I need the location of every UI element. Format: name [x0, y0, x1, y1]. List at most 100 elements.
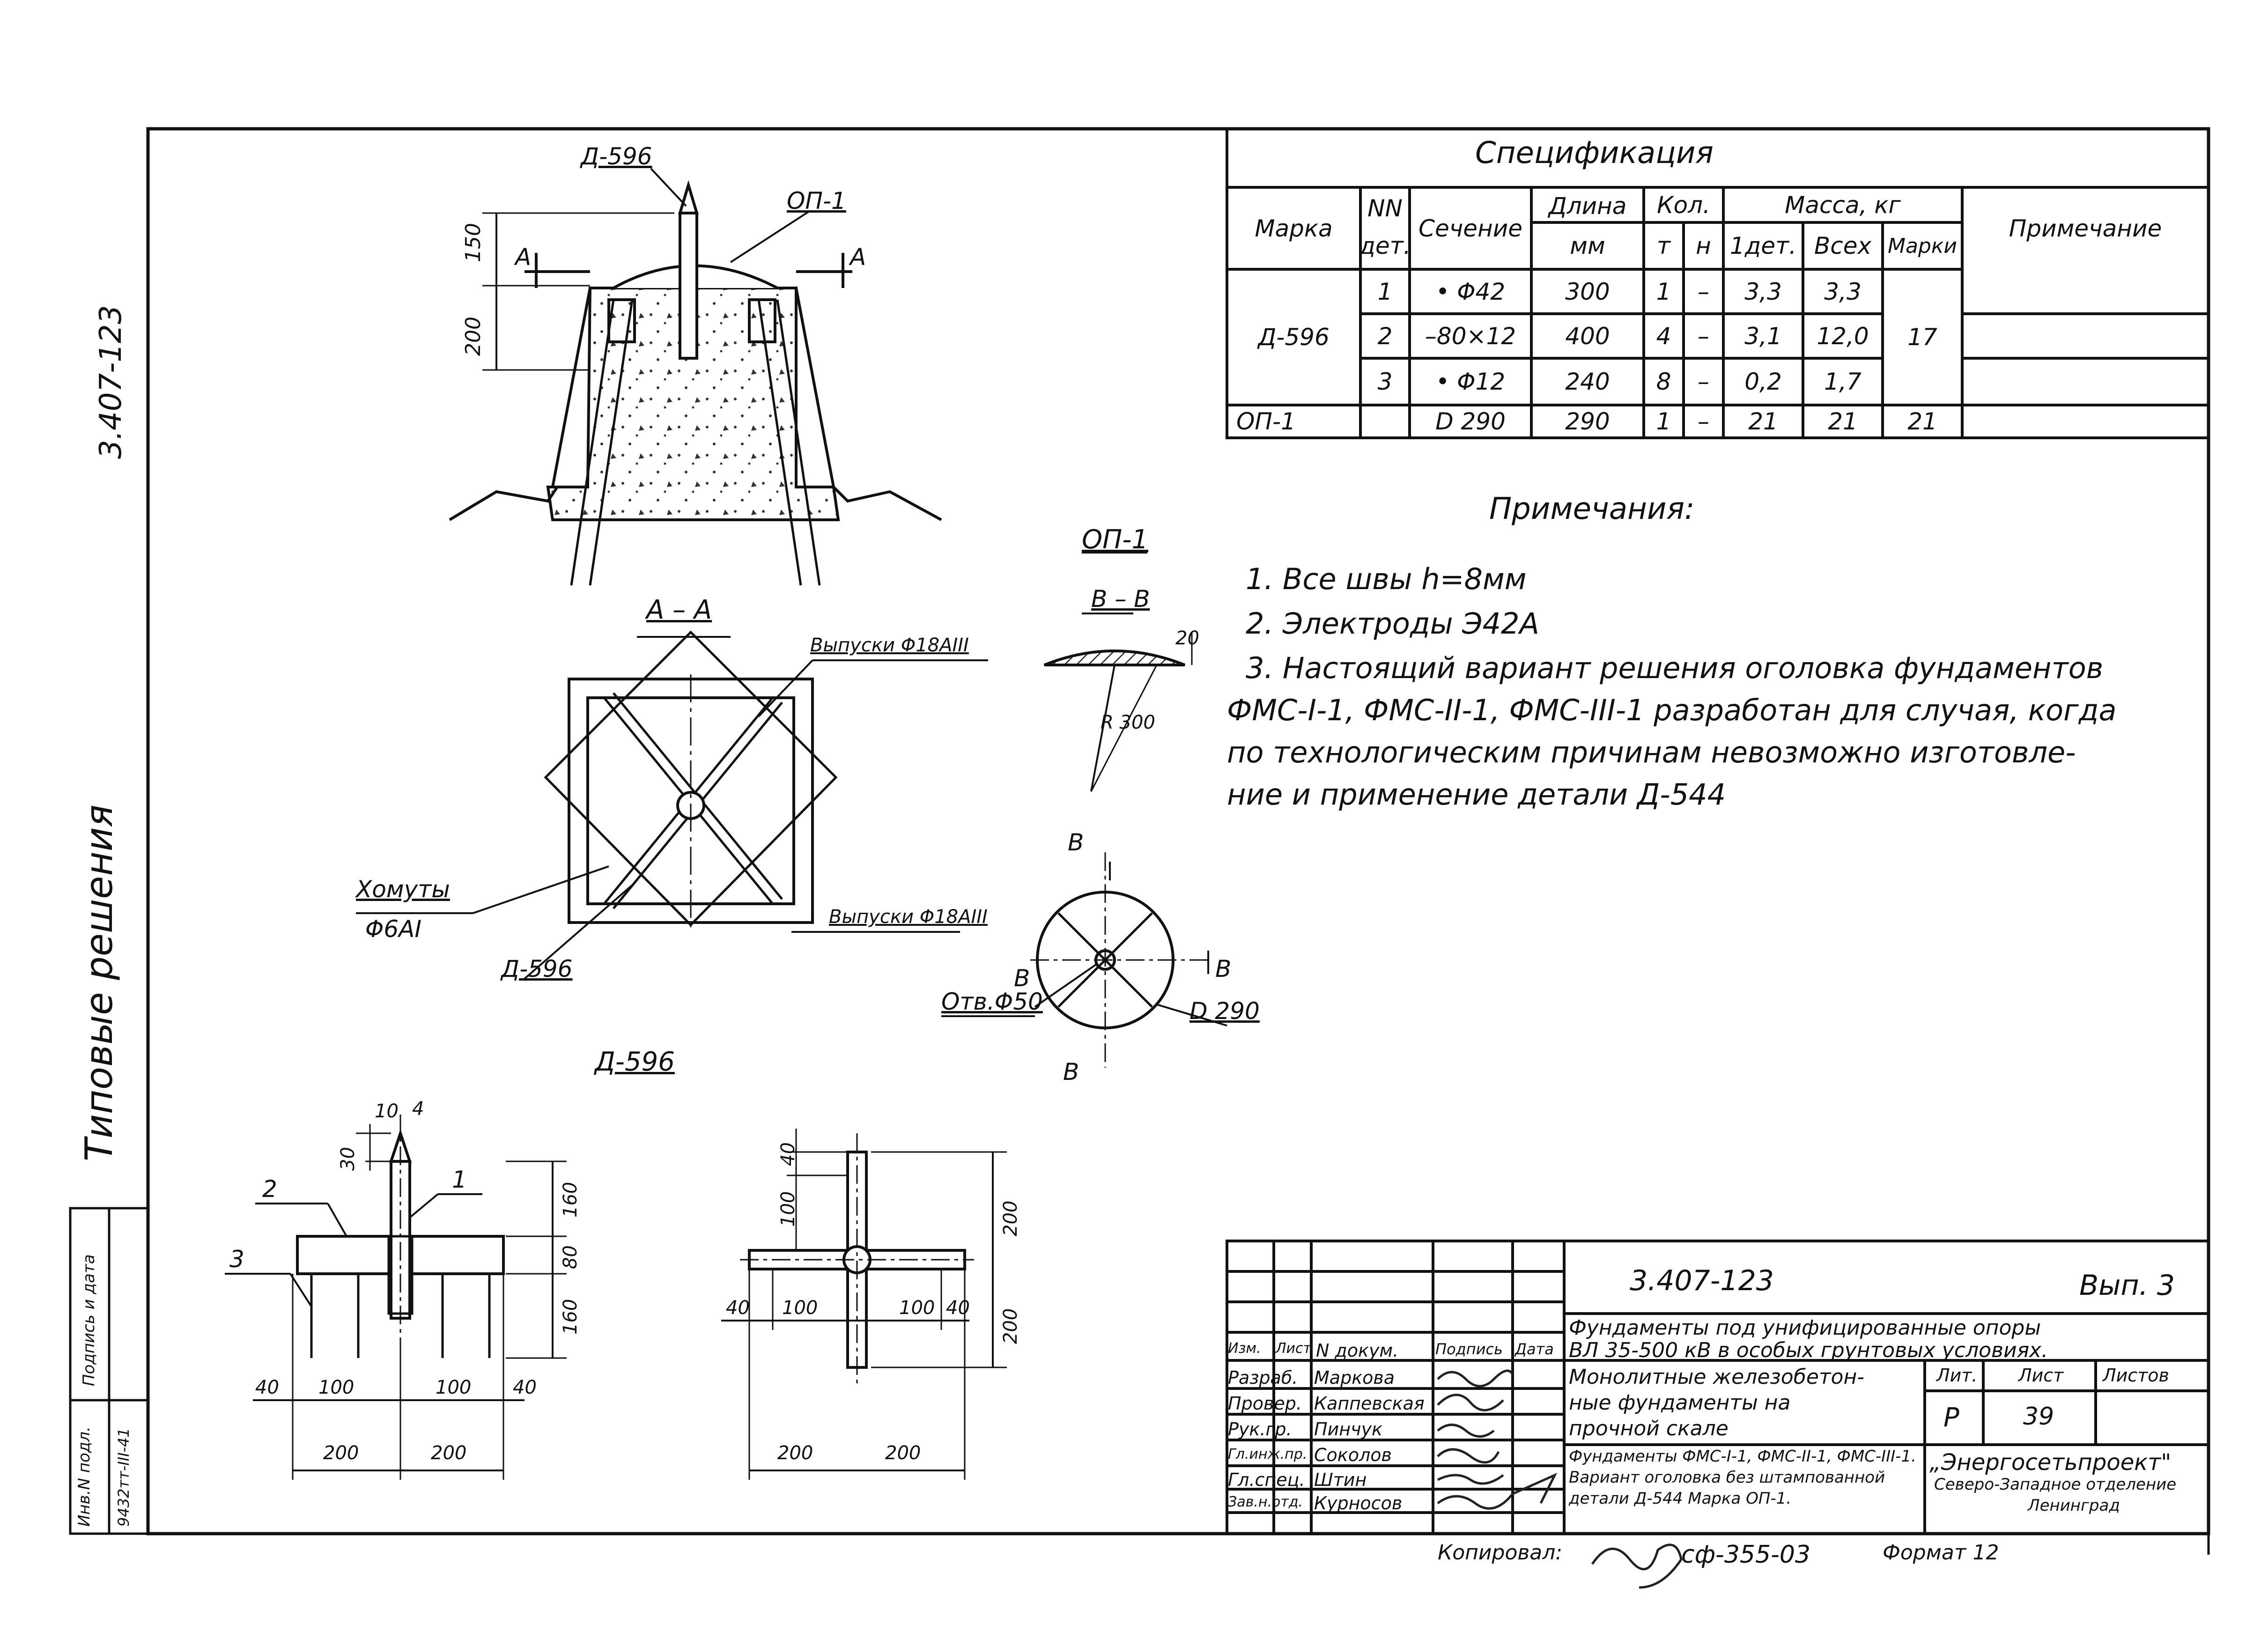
label-b-top: В — [1068, 829, 1084, 856]
tb-name: Пинчук — [1314, 1419, 1383, 1440]
spec-head-length-a: Длина — [1548, 192, 1627, 220]
tb-role: Гл.инж.пр. — [1228, 1446, 1308, 1462]
note-line: 3. Настоящий вариант решения оголовка фу… — [1246, 651, 2104, 685]
dim-200-h-left: 200 — [777, 1442, 813, 1464]
left-strip — [69, 1207, 149, 1535]
tb-name: Курносов — [1314, 1493, 1403, 1514]
spec-row-mall: 3,3 — [1824, 278, 1862, 305]
label-b-left: В — [1014, 965, 1030, 992]
spec-head-mark: Марка — [1255, 214, 1333, 242]
tb-name: Каппевская — [1314, 1393, 1425, 1414]
dim-160-top: 160 — [560, 1182, 581, 1218]
label-top-part: Д-596 — [581, 143, 652, 170]
dim-80: 80 — [560, 1245, 581, 1269]
spec-row-section: • Φ42 — [1435, 278, 1506, 305]
series-title-vertical: Типовые решения — [77, 805, 121, 1161]
tb-desc-4: Фундаменты ФМС-I-1, ФМС-II-1, ФМС-III-1. — [1569, 1447, 1916, 1466]
tb-name: Маркова — [1314, 1367, 1395, 1388]
label-cut-right: А — [850, 244, 866, 271]
dim-100-right: 100 — [436, 1377, 472, 1398]
tb-subject-2: ВЛ 35-500 кВ в особых грунтовых условиях… — [1569, 1338, 2048, 1362]
spec-head-mass-all: Всех — [1814, 232, 1872, 259]
label-section-part: Д-596 — [501, 955, 573, 982]
strip-header-sign: Подпись и дата — [80, 1254, 98, 1386]
spec-head-section: Сечение — [1418, 214, 1522, 242]
spec-row-t: 1 — [1656, 278, 1671, 305]
spec-op-mmark: 21 — [1907, 408, 1937, 435]
label-section-aa: А – А — [646, 595, 712, 625]
spec-op-t: 1 — [1656, 408, 1671, 435]
label-top-cap: ОП-1 — [787, 187, 846, 214]
label-pos-3: 3 — [229, 1246, 244, 1273]
dim-100-v: 100 — [777, 1191, 799, 1227]
spec-op-mall: 21 — [1828, 408, 1858, 435]
tb-desc-6: детали Д-544 Марка ОП-1. — [1569, 1489, 1792, 1508]
note-line: ние и применение детали Д-544 — [1227, 777, 1726, 812]
spec-head-qty: Кол. — [1657, 191, 1710, 219]
spec-row-m1: 3,3 — [1744, 278, 1782, 305]
dim-100-h-left: 100 — [782, 1297, 818, 1319]
dim-100-h-right: 100 — [899, 1297, 935, 1319]
tb-desc-1: Монолитные железобетон- — [1569, 1365, 1865, 1389]
spec-op-mark: ОП-1 — [1236, 408, 1296, 435]
spec-head-mass: Масса, кг — [1785, 191, 1901, 219]
d596-side-view — [225, 1115, 567, 1480]
tb-role: Провер. — [1228, 1393, 1302, 1414]
notes-title: Примечания: — [1489, 492, 1695, 526]
spec-op-n: – — [1698, 408, 1709, 435]
tb-col-sign: Подпись — [1435, 1340, 1503, 1358]
spec-row-num: 2 — [1377, 322, 1393, 350]
note-line: по технологическим причинам невозможно и… — [1227, 735, 2076, 769]
dim-30: 30 — [337, 1147, 359, 1171]
dim-40-h-right: 40 — [946, 1297, 970, 1319]
dim-10: 10 — [375, 1100, 399, 1122]
dim-200-v-top: 200 — [1000, 1200, 1021, 1236]
foundation-elevation — [449, 168, 942, 586]
spec-group-mark: Д-596 — [1258, 324, 1330, 351]
tb-lit-head: Лит. — [1936, 1365, 1978, 1386]
spec-head-num-b: дет. — [1359, 232, 1411, 259]
tb-order: сф-355-03 — [1681, 1541, 1810, 1569]
dim-200-right: 200 — [431, 1442, 467, 1464]
dim-160-bottom: 160 — [560, 1299, 581, 1335]
tb-code: 3.407-123 — [1630, 1264, 1774, 1297]
dim-200: 200 — [461, 317, 485, 356]
spec-row-num: 3 — [1377, 368, 1393, 395]
dim-150: 150 — [461, 223, 485, 262]
spec-row-m1: 3,1 — [1744, 322, 1782, 350]
label-clamps: Хомуты — [356, 876, 450, 903]
spec-row-mall: 1,7 — [1824, 368, 1862, 395]
spec-head-mass-mark: Марки — [1887, 234, 1958, 258]
label-d596-title: Д-596 — [595, 1047, 675, 1077]
tb-role: Зав.н.отд. — [1228, 1494, 1303, 1510]
tb-role: Рук.гр. — [1228, 1419, 1292, 1440]
tb-col-list: Лист — [1276, 1340, 1312, 1357]
spec-head-qty-t: т — [1656, 232, 1671, 259]
spec-table-grid — [1226, 127, 2210, 439]
dim-100-left: 100 — [318, 1377, 355, 1398]
label-hole: Отв.Φ50 — [941, 988, 1043, 1015]
dim-40-right: 40 — [513, 1377, 537, 1398]
spec-row-length: 300 — [1565, 278, 1610, 305]
spec-head-num-a: NN — [1367, 195, 1403, 222]
dim-40-v: 40 — [777, 1142, 799, 1166]
dim-200-left: 200 — [323, 1442, 359, 1464]
label-radius: R 300 — [1101, 712, 1155, 733]
label-diameter: D 290 — [1189, 997, 1260, 1025]
tb-col-date: Дата — [1515, 1340, 1554, 1358]
tb-role: Разраб. — [1228, 1367, 1298, 1388]
label-clamps-size: Φ6АI — [365, 916, 422, 943]
tb-copied: Копировал: — [1438, 1541, 1563, 1565]
section-aa-plan — [356, 630, 988, 980]
tb-sheets-head: Листов — [2103, 1365, 2169, 1386]
spec-row-m1: 0,2 — [1744, 368, 1782, 395]
spec-head-note: Примечание — [2009, 214, 2162, 242]
spec-row-length: 400 — [1565, 322, 1610, 350]
label-outlets-top: Выпуски Φ18АIII — [810, 635, 969, 656]
dim-200-v-bottom: 200 — [1000, 1308, 1021, 1344]
spec-row-n: – — [1698, 368, 1709, 395]
tb-desc-3: прочной скале — [1569, 1417, 1729, 1440]
tb-desc-5: Вариант оголовка без штампованной — [1569, 1468, 1885, 1487]
note-line: 1. Все швы h=8мм — [1246, 562, 1527, 596]
